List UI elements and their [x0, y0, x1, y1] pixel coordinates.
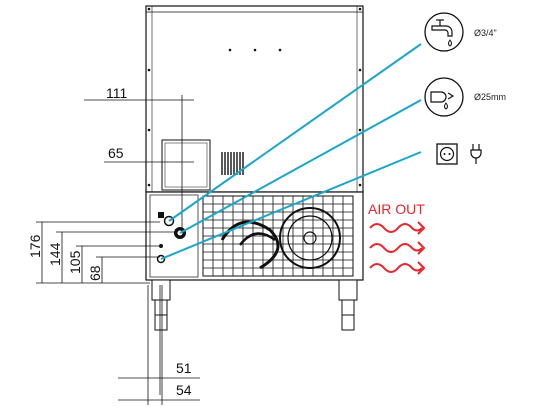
drain-pipe-icon — [424, 77, 464, 117]
air-out-arrows — [369, 221, 426, 275]
cabinet-screws — [147, 7, 362, 187]
vertical-dimensions — [36, 221, 175, 284]
dimension-111-label: 111 — [106, 85, 127, 101]
drain-label: Ø25mm — [474, 92, 506, 102]
water-inlet-label: Ø3/4" — [474, 28, 497, 38]
legs — [151, 279, 358, 331]
air-out-label: AIR OUT — [368, 201, 425, 217]
power-socket-icon — [436, 143, 458, 165]
condenser-grille — [202, 195, 354, 277]
dimension-68-label: 68 — [87, 265, 103, 281]
dimension-54-label: 54 — [176, 382, 192, 398]
dimension-105-label: 105 — [67, 250, 83, 274]
dimension-65-label: 65 — [108, 145, 124, 161]
dimension-51-label: 51 — [176, 360, 192, 376]
vent-slots — [221, 152, 244, 175]
bottom-dimensions — [118, 285, 200, 405]
plug-icon — [470, 144, 482, 164]
dimension-111 — [84, 95, 194, 230]
dimension-176-label: 176 — [27, 234, 43, 258]
fan — [279, 207, 341, 269]
leader-lines — [160, 43, 422, 260]
electrical-box — [161, 139, 211, 191]
dimension-144-label: 144 — [47, 242, 63, 266]
water-tap-icon — [424, 12, 464, 52]
